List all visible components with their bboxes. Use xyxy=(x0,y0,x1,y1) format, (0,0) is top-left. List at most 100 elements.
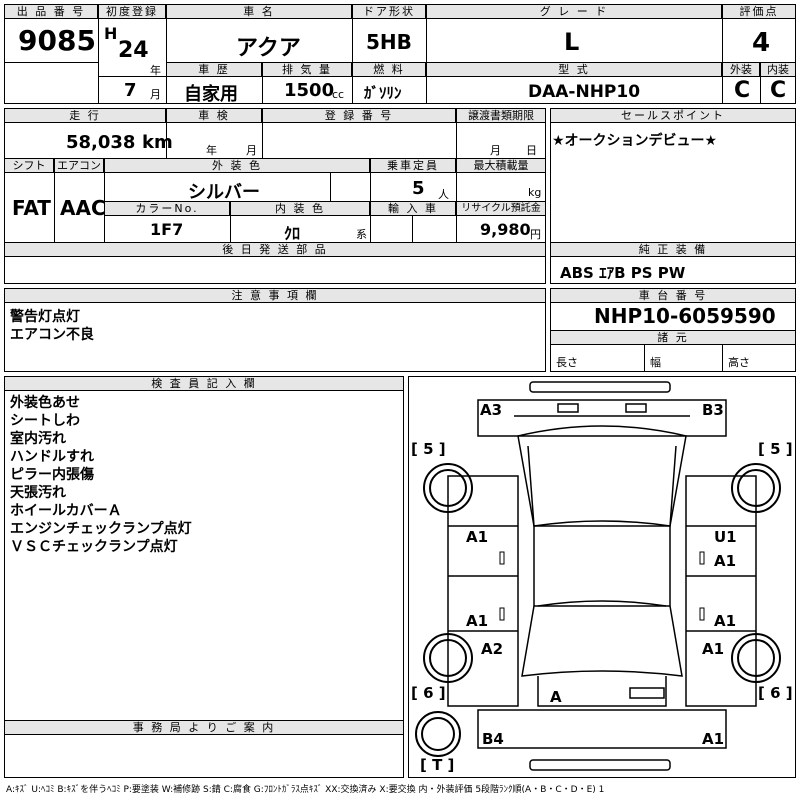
reg-month: 7 xyxy=(124,80,137,101)
score-label: 評価点 xyxy=(722,4,796,19)
int-color: ｸﾛ xyxy=(284,224,301,243)
color-no: 1F7 xyxy=(150,220,184,239)
caution-item: 警告灯点灯 xyxy=(10,309,80,325)
height-label: 高さ xyxy=(728,356,750,369)
damage-b3: B3 xyxy=(702,401,724,419)
car-name-label: 車 名 xyxy=(166,4,352,19)
damage-rear-left-tire: [ 6 ] xyxy=(411,684,446,702)
int-color-unit: 系 xyxy=(356,228,367,241)
recycle-unit: 円 xyxy=(530,228,541,241)
chassis-label: 車 台 番 号 xyxy=(550,288,796,303)
car-diagram xyxy=(415,381,781,771)
mileage-unit: km xyxy=(142,132,173,153)
damage-a1-right-front: A1 xyxy=(714,552,737,570)
damage-a1-left-front: A1 xyxy=(466,528,489,546)
damage-front-right-tire: [ 5 ] xyxy=(758,440,793,458)
max-load-unit: kg xyxy=(528,186,542,199)
era: H xyxy=(104,24,118,43)
inspector-item: 天張汚れ xyxy=(10,485,66,501)
caution-list: 警告灯点灯 エアコン不良 xyxy=(10,308,94,344)
ext-score-label: 外装 xyxy=(722,62,760,77)
ac: AAC xyxy=(60,196,106,220)
car-name: アクア xyxy=(236,36,301,61)
displacement: 1500 xyxy=(284,80,335,101)
shift-label: シフト xyxy=(4,158,54,173)
int-score: C xyxy=(770,78,787,103)
sales-label: セールスポイント xyxy=(550,108,796,123)
insp-year: 年 xyxy=(206,144,217,157)
fuel: ｶﾞｿﾘﾝ xyxy=(364,84,402,102)
score: 4 xyxy=(752,28,771,58)
recycle-label: リサイクル預託金 xyxy=(456,201,546,216)
shift: FAT xyxy=(12,196,51,220)
door-label: ドア形状 xyxy=(352,4,426,19)
import-label: 輸 入 車 xyxy=(370,201,456,216)
model-label: 型 式 xyxy=(426,62,722,77)
reg-year: 24 xyxy=(118,38,149,63)
damage-front-left-tire: [ 5 ] xyxy=(411,440,446,458)
history: 自家用 xyxy=(184,84,238,105)
damage-b4: B4 xyxy=(482,730,504,748)
damage-diagram-box xyxy=(408,376,796,778)
reg-no-label: 登 録 番 号 xyxy=(262,108,456,123)
spec-label: 諸 元 xyxy=(550,330,796,345)
lot-number: 9085 xyxy=(18,24,96,57)
displacement-unit: cc xyxy=(332,88,345,101)
transfer-month: 月 xyxy=(490,144,501,157)
lot-label: 出 品 番 号 xyxy=(4,4,98,19)
year-unit: 年 xyxy=(150,64,161,77)
damage-a1-rear-bumper: A1 xyxy=(702,730,725,748)
int-color-label: 内 装 色 xyxy=(230,201,370,216)
chassis-number: NHP10-6059590 xyxy=(594,304,776,328)
fuel-label: 燃 料 xyxy=(352,62,426,77)
capacity-label: 乗車定員 xyxy=(370,158,456,173)
legend: A:ｷｽﾞ U:ﾍｺﾐ B:ｷｽﾞを伴うﾍｺﾐ P:要塗装 W:補修跡 S:錆 … xyxy=(6,785,605,795)
inspector-item: ハンドルすれ xyxy=(10,449,94,465)
sales-point: ★オークションデビュー★ xyxy=(552,133,718,149)
model: DAA-NHP10 xyxy=(528,82,641,102)
transfer-day: 日 xyxy=(526,144,537,157)
int-score-label: 内装 xyxy=(760,62,796,77)
caution-label: 注 意 事 項 欄 xyxy=(4,288,546,303)
mileage: 58,038 xyxy=(66,132,136,153)
damage-a1-right-rear: A1 xyxy=(714,612,737,630)
grade: L xyxy=(564,28,580,56)
length-label: 長さ xyxy=(556,356,578,369)
ac-label: エアコン xyxy=(54,158,104,173)
inspector-list: 外装色あせ シートしわ 室内汚れ ハンドルすれ ピラー内張傷 天張汚れ ホイール… xyxy=(10,394,192,556)
caution-item: エアコン不良 xyxy=(10,327,94,343)
damage-a2: A2 xyxy=(481,640,504,658)
width-label: 幅 xyxy=(650,356,661,369)
history-label: 車 歴 xyxy=(166,62,262,77)
equipment: ABS ｴｱB PS PW xyxy=(560,264,686,282)
recycle: 9,980 xyxy=(480,220,531,239)
inspector-item: 室内汚れ xyxy=(10,431,66,447)
inspector-item: 外装色あせ xyxy=(10,395,80,411)
mileage-label: 走 行 xyxy=(4,108,166,123)
transfer-label: 譲渡書類期限 xyxy=(456,108,546,123)
equip-label: 純 正 装 備 xyxy=(550,242,796,257)
month-unit: 月 xyxy=(150,88,161,101)
max-load-label: 最大積載量 xyxy=(456,158,546,173)
grade-label: グ レ ー ド xyxy=(426,4,722,19)
color-no-label: カラーNo. xyxy=(104,201,230,216)
damage-a1-left-rear: A1 xyxy=(466,612,489,630)
office-label: 事 務 局 よ り ご 案 内 xyxy=(4,720,404,735)
damage-a1-rear-wheel: A1 xyxy=(702,640,725,658)
inspector-item: ＶＳＣチェックランプ点灯 xyxy=(10,539,178,555)
damage-spare-tire: [ T ] xyxy=(420,756,455,774)
door-type: 5HB xyxy=(366,30,412,54)
inspector-item: ホイールカバーＡ xyxy=(10,503,122,519)
inspector-item: ピラー内張傷 xyxy=(10,467,94,483)
insp-month: 月 xyxy=(246,144,257,157)
damage-rear-a: A xyxy=(550,688,562,706)
inspection-label: 車 検 xyxy=(166,108,262,123)
ext-color-label: 外 装 色 xyxy=(104,158,370,173)
inspector-item: シートしわ xyxy=(10,413,80,429)
damage-a3: A3 xyxy=(480,401,503,419)
ext-color: シルバー xyxy=(188,182,260,203)
inspector-label: 検 査 員 記 入 欄 xyxy=(4,376,404,391)
capacity-unit: 人 xyxy=(438,188,449,201)
damage-u1: U1 xyxy=(714,528,737,546)
capacity: 5 xyxy=(412,178,425,199)
